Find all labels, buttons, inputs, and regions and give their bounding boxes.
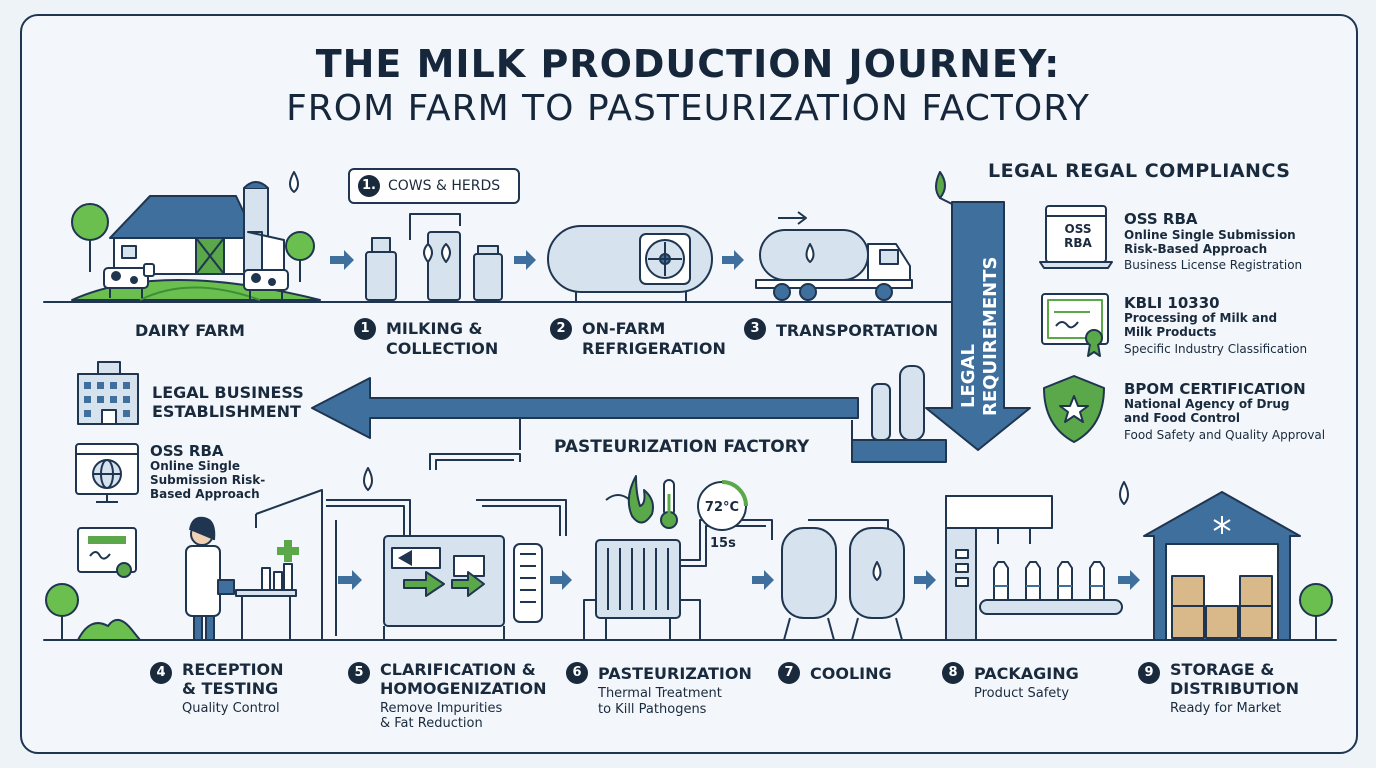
- packaging-line-illustration: [945, 481, 1129, 641]
- legal-arrow-line1: LEGAL: [958, 344, 979, 408]
- legal-item-2-sub2: Milk Products: [1124, 325, 1217, 339]
- step-9-label-line1: STORAGE &: [1170, 660, 1275, 679]
- step-6-sub2: to Kill Pathogens: [598, 702, 707, 717]
- business-oss-sub3: Based Approach: [150, 487, 260, 501]
- certificate-icon: [1041, 293, 1109, 357]
- oss-rba-laptop-icon: [1039, 205, 1113, 269]
- business-oss-title: OSS RBA: [150, 442, 224, 460]
- dairy-farm-illustration: [71, 171, 321, 301]
- step-7-label: COOLING: [810, 664, 892, 683]
- legal-item-1-desc: Business License Registration: [1124, 258, 1303, 272]
- step-3-number: 3: [744, 318, 766, 340]
- callout-number: 1.: [358, 175, 380, 197]
- step-6-sub1: Thermal Treatment: [598, 686, 722, 701]
- legal-item-3-sub2: and Food Control: [1124, 411, 1240, 425]
- step-2-number: 2: [550, 318, 572, 340]
- step-9-label-line2: DISTRIBUTION: [1170, 679, 1299, 698]
- step-8-sub: Product Safety: [974, 686, 1070, 701]
- temperature-readout: 72°C: [704, 500, 740, 515]
- flow-arrow-top-3: [722, 250, 744, 270]
- milk-truck-illustration: [755, 211, 913, 301]
- page-title-line2: FROM FARM TO PASTEURIZATION FACTORY: [286, 88, 1090, 129]
- step-4-sub: Quality Control: [182, 701, 280, 716]
- step-5-label-line1: CLARIFICATION &: [380, 660, 536, 679]
- business-oss-sub1: Online Single: [150, 459, 240, 473]
- milking-cans-illustration: [365, 213, 503, 301]
- clarifier-homogenizer-illustration: [363, 467, 543, 640]
- flow-arrows-bottom: [338, 570, 1140, 590]
- legal-requirements-arrow: [925, 171, 1031, 451]
- legal-business-title-line1: LEGAL BUSINESS: [152, 383, 304, 402]
- legal-item-1-sub2: Risk-Based Approach: [1124, 242, 1268, 256]
- step-5-sub1: Remove Impurities: [380, 701, 503, 716]
- step-4-label-line1: RECEPTION: [182, 660, 284, 679]
- factory-silos-illustration: [851, 365, 947, 463]
- web-globe-monitor-icon: [75, 443, 139, 503]
- license-certificate-icon: [77, 527, 137, 578]
- step-3-label: TRANSPORTATION: [776, 321, 939, 340]
- return-flow-arrow: [311, 377, 859, 450]
- legal-item-3-desc: Food Safety and Quality Approval: [1124, 428, 1326, 442]
- legal-item-3-title: BPOM CERTIFICATION: [1124, 380, 1306, 398]
- step-1-label-line1: MILKING &: [386, 319, 483, 338]
- business-oss-sub2: Submission Risk-: [150, 473, 266, 487]
- legal-item-1-sub1: Online Single Submission: [1124, 228, 1296, 242]
- time-readout: 15s: [710, 536, 736, 551]
- step-9-sub: Ready for Market: [1170, 701, 1282, 716]
- pasteurization-factory-label: PASTEURIZATION FACTORY: [554, 437, 810, 457]
- legal-business-title-line2: ESTABLISHMENT: [152, 402, 301, 421]
- step-4-number: 4: [150, 662, 172, 684]
- page-title-line1: THE MILK PRODUCTION JOURNEY:: [315, 42, 1061, 86]
- cows-herds-callout: 1. COWS & HERDS: [348, 168, 520, 204]
- step-5-sub2: & Fat Reduction: [380, 716, 483, 731]
- step-1-number: 1: [354, 318, 376, 340]
- factory-pipes: [326, 453, 889, 636]
- reception-lab-illustration: [45, 489, 323, 641]
- step-9-number: 9: [1138, 662, 1160, 684]
- step-6-label: PASTEURIZATION: [598, 664, 752, 683]
- step-2-label-line1: ON-FARM: [582, 319, 666, 338]
- legal-item-2-sub1: Processing of Milk and: [1124, 311, 1278, 325]
- legal-arrow-line2: REQUIREMENTS: [980, 256, 1001, 416]
- flow-arrow-top-1: [330, 250, 354, 270]
- legal-compliance-heading: LEGAL REGAL COMPLIANCS: [988, 160, 1291, 182]
- step-1-label-line2: COLLECTION: [386, 339, 499, 358]
- step-6-number: 6: [566, 662, 588, 684]
- legal-item-2-title: KBLI 10330: [1124, 294, 1220, 312]
- step-4-label-line2: & TESTING: [182, 679, 279, 698]
- office-building-icon: [77, 361, 139, 425]
- legal-requirements-text: LEGAL REQUIREMENTS: [958, 256, 1002, 416]
- step-8-number: 8: [942, 662, 964, 684]
- legal-item-2-desc: Specific Industry Classification: [1124, 342, 1308, 356]
- storage-warehouse-illustration: [1143, 491, 1333, 641]
- step-5-number: 5: [348, 662, 370, 684]
- legal-item-1-title: OSS RBA: [1124, 210, 1198, 228]
- dairy-farm-label: DAIRY FARM: [135, 321, 245, 340]
- pasteurizer-illustration: [583, 475, 748, 640]
- legal-item-3-sub1: National Agency of Drug: [1124, 397, 1290, 411]
- step-7-number: 7: [778, 662, 800, 684]
- oss-rba-badge: OSS RBA: [1064, 222, 1092, 250]
- step-8-label: PACKAGING: [974, 664, 1079, 683]
- flow-arrow-top-2: [514, 250, 536, 270]
- shield-star-icon: [1043, 375, 1105, 443]
- step-2-label-line2: REFRIGERATION: [582, 339, 726, 358]
- refrigeration-tank-illustration: [547, 225, 713, 302]
- cooling-tanks-illustration: [781, 527, 905, 641]
- callout-label: COWS & HERDS: [388, 178, 501, 194]
- step-5-label-line2: HOMOGENIZATION: [380, 679, 547, 698]
